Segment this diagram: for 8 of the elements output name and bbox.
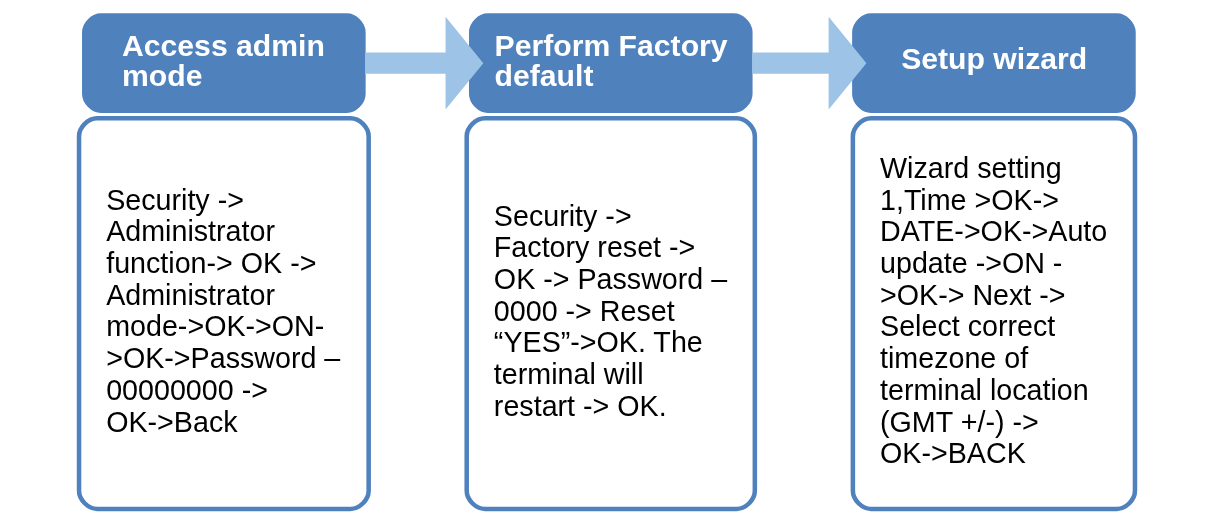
arrow [751, 16, 866, 110]
node-box: Access admin mode [81, 13, 366, 113]
node-box: Wizard setting 1,Time >OK-> DATE->OK->Auto update ->ON - >OK-> Next -> Select correct timezone of terminal location (GMT +/-) -> OK->BACK [850, 115, 1137, 512]
node-box: Setup wizard [851, 13, 1136, 113]
node-box: Perform Factory default [468, 13, 753, 113]
node-box: Security -> Administrator function-> OK -> Administrator mode->OK->ON- >OK->Password – 00000000 -> OK->Back [76, 115, 371, 512]
arrow [364, 16, 483, 110]
node-box: Security -> Factory reset -> OK -> Password – 0000 -> Reset “YES”->OK. The terminal will restart -> OK. [463, 115, 757, 512]
